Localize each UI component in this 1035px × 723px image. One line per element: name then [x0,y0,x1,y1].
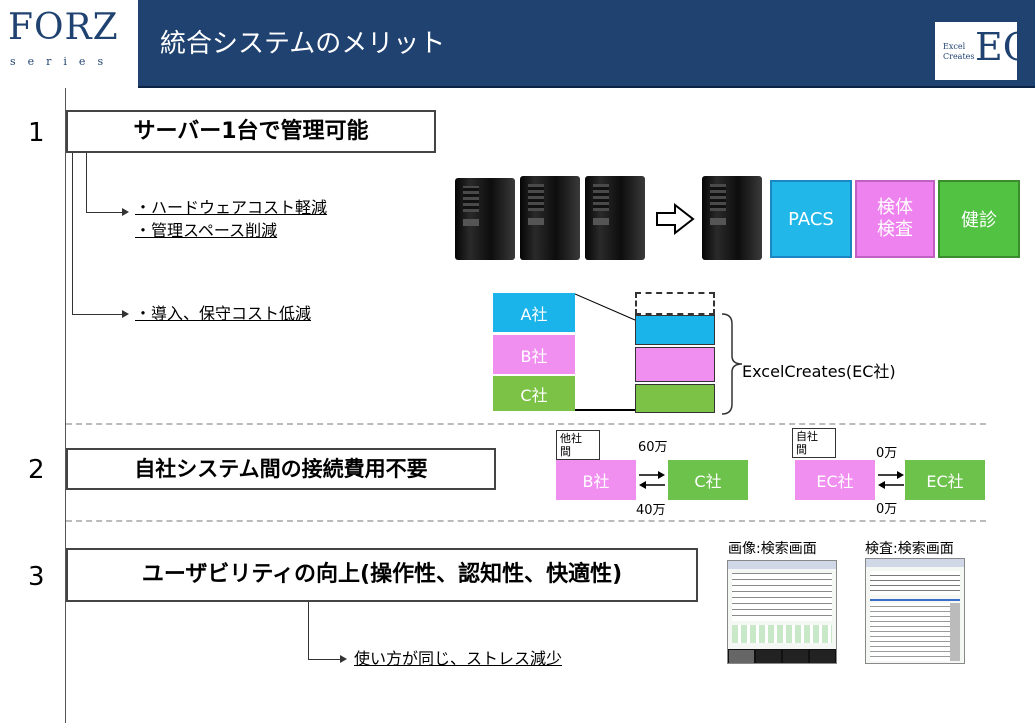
section-3-heading: ユーザビリティの向上(操作性、認知性、快適性) [66,548,698,602]
section-1-number: 1 [28,118,45,148]
company-a: A社 [493,293,575,332]
section-2-heading: 自社システム間の接続費用不要 [66,448,496,490]
tree-arrow-2 [72,314,126,315]
bullet-space: ・管理スペース削減 [135,221,278,240]
hollow-right-arrow-icon [656,203,695,235]
ec-logo-mark: EC [975,25,1032,69]
section-divider-1 [66,423,986,425]
arrowhead-icon [340,655,347,663]
tree-line-2 [86,153,87,213]
arrowhead-icon [122,310,129,318]
tile-specimen-test-label-1: 検体 [877,197,913,218]
ec-logo-small-text: Excel Creates [943,42,975,61]
server-icon [520,176,580,260]
server-icon [455,178,515,260]
intra-company-tag: 自社 間 [792,428,836,458]
tree-arrow-1 [86,212,126,213]
bullet-maintenance-cost: ・導入、保守コスト低減 [135,304,312,323]
tile-specimen-test: 検体 検査 [855,180,935,258]
section-2-number: 2 [28,455,45,485]
tile-pacs: PACS [770,180,852,258]
inter-company-tag: 他社 間 [556,430,600,460]
cost-bottom-right: 0万 [876,502,898,517]
cost-bottom-left: 40万 [636,503,666,518]
ec-slot-blue [635,315,715,345]
tree-line-1 [72,153,73,315]
test-search-screen-thumbnail [865,558,965,664]
double-arrow-icon [878,471,904,489]
brace-icon [721,313,743,415]
cost-top-right: 0万 [876,446,898,461]
merge-lines [575,293,636,411]
tree-arrow-3 [308,659,344,660]
b-company-box: B社 [556,460,636,500]
double-arrow-icon [639,471,665,489]
tile-health-check: 健診 [938,180,1020,258]
section-3-number: 3 [28,562,45,592]
company-c: C社 [493,376,575,411]
server-icon [702,176,762,260]
bullet-usability: 使い方が同じ、ストレス減少 [354,649,563,668]
bullet-hardware-cost: ・ハードウェアコスト軽減 [135,198,328,217]
arrowhead-icon [122,208,129,216]
forz-logo-series: series [10,55,116,68]
forz-logo-text: FORZ [8,7,119,48]
server-icon [585,176,645,260]
company-b: B社 [493,335,575,374]
left-rule [65,88,66,723]
c-company-box: C社 [668,460,748,500]
ec-slot-pink [635,347,715,382]
ec-company-label: ExcelCreates(EC社) [742,362,896,381]
tile-specimen-test-label-2: 検査 [877,219,913,240]
section-divider-2 [66,520,986,522]
image-search-screen-thumbnail [727,560,837,664]
ec-company-box-2: EC社 [905,460,985,500]
ec-logo: Excel Creates EC [935,22,1032,80]
header-bar: FORZ series 統合システムのメリット Excel Creates EC [0,0,1035,88]
page-title: 統合システムのメリット [160,29,446,59]
screen-label-test: 検査:検索画面 [865,541,954,557]
tree-line-3 [308,602,309,660]
empty-slot [635,292,715,315]
forz-logo: FORZ series [0,0,138,88]
ec-company-box-1: EC社 [795,460,875,500]
section-1-heading: サーバー1台で管理可能 [66,110,436,153]
screen-label-image: 画像:検索画面 [728,541,817,557]
ec-slot-green [635,384,715,413]
cost-top-left: 60万 [638,440,668,455]
